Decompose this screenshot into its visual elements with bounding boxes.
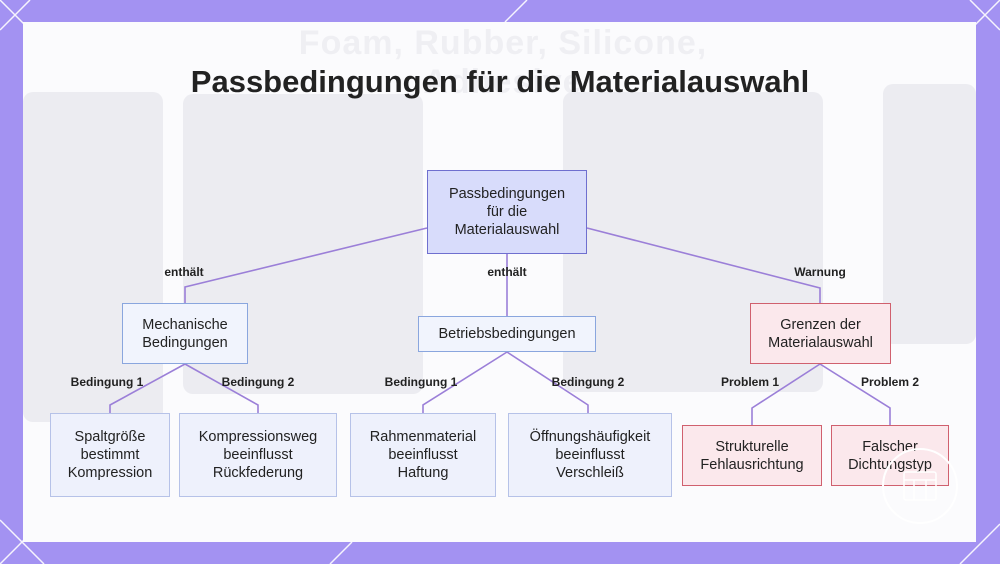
edge-root-grenzen	[586, 227, 821, 303]
background-panel	[883, 84, 976, 344]
edge-label-grenzen-struk: Problem 1	[720, 375, 780, 389]
edge-mech-kompr	[184, 363, 259, 413]
edge-label-root-mech: enthält	[164, 265, 204, 279]
watermark-badge-icon	[882, 448, 958, 524]
edge-label-mech-spalt: Bedingung 1	[70, 375, 144, 389]
edge-label-root-grenzen: Warnung	[794, 265, 846, 279]
node-root: Passbedingungen für die Materialauswahl	[427, 170, 587, 254]
page-title: Passbedingungen für die Materialauswahl	[190, 64, 810, 99]
edge-label-betrieb-rahmen: Bedingung 1	[384, 375, 458, 389]
edge-betrieb-oeff	[506, 351, 589, 413]
node-strukturelle-fehlausrichtung: Strukturelle Fehlausrichtung	[682, 425, 822, 486]
node-kompressionsweg: Kompressionsweg beeinflusst Rückfederung	[179, 413, 337, 497]
edge-grenzen-struk	[751, 363, 821, 425]
node-oeffnungshaeufigkeit: Öffnungshäufigkeit beeinflusst Verschlei…	[508, 413, 672, 497]
node-grenzen-materialauswahl: Grenzen der Materialauswahl	[750, 303, 891, 364]
edge-label-betrieb-oeff: Bedingung 2	[551, 375, 625, 389]
node-mechanische-bedingungen: Mechanische Bedingungen	[122, 303, 248, 364]
node-spaltgroesse: Spaltgröße bestimmt Kompression	[50, 413, 170, 497]
edge-label-mech-kompr: Bedingung 2	[221, 375, 295, 389]
background-faded-text: Foam, Rubber, Silicone, Adhesive	[298, 24, 708, 101]
edge-label-grenzen-falsch: Problem 2	[860, 375, 920, 389]
edge-root-mech	[184, 227, 428, 303]
edge-label-root-betrieb: enthält	[487, 265, 527, 279]
node-betriebsbedingungen: Betriebsbedingungen	[418, 316, 596, 352]
node-rahmenmaterial: Rahmenmaterial beeinflusst Haftung	[350, 413, 496, 497]
background-panel	[23, 92, 163, 422]
edge-grenzen-falsch	[819, 363, 891, 425]
edge-betrieb-rahmen	[422, 351, 508, 413]
edge-mech-spalt	[109, 363, 186, 413]
